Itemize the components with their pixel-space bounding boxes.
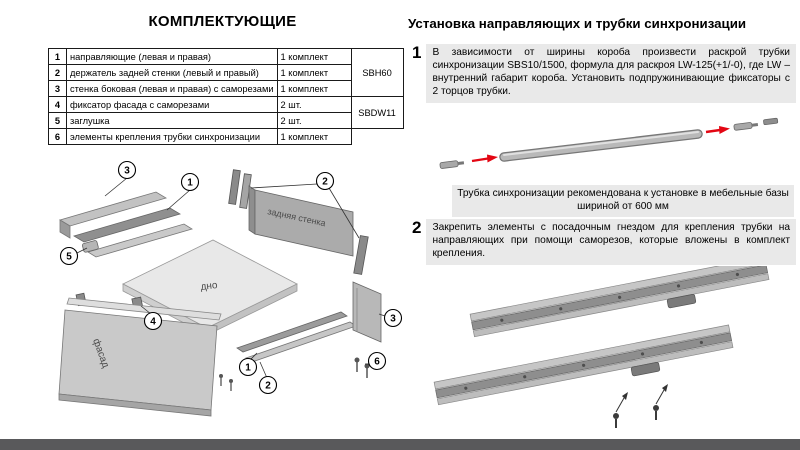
- row-desc: элементы крепления трубки синхронизации: [66, 128, 278, 145]
- installation-title: Установка направляющих и трубки синхрони…: [408, 16, 747, 31]
- callout-4: 4: [143, 311, 163, 331]
- callout-1-bottom: 1: [238, 357, 258, 377]
- row-desc: направляющие (левая и правая): [66, 48, 278, 65]
- row-desc: фиксатор фасада с саморезами: [66, 96, 278, 113]
- row-number: 6: [48, 128, 67, 145]
- row-desc: стенка боковая (левая и правая) с саморе…: [66, 80, 278, 97]
- facade-panel: фасад: [58, 297, 222, 417]
- slide-rail-lower: [433, 324, 734, 406]
- svg-text:3: 3: [390, 314, 396, 325]
- row-number: 2: [48, 64, 67, 81]
- exploded-diagram: задняя стенка дно фасад: [58, 160, 403, 417]
- row-qty: 1 комплект: [276, 128, 352, 145]
- leader-lines: [76, 177, 386, 379]
- tube-end-fixator-right: [733, 117, 779, 131]
- install-step-2: 2 Закрепить элементы с посадочным гнездо…: [412, 219, 796, 265]
- row-qty: 1 комплект: [276, 64, 352, 81]
- step-number: 2: [412, 218, 422, 237]
- step-text: В зависимости от ширины короба произвест…: [426, 44, 796, 103]
- callout-2-bottom: 2: [258, 375, 278, 395]
- side-panel-right: [352, 281, 382, 343]
- sync-tube: [499, 129, 703, 162]
- row-desc: заглушка: [66, 112, 278, 129]
- callout-3-right: 3: [383, 308, 403, 328]
- table-row: 1 направляющие (левая и правая) 1 компле…: [48, 48, 404, 97]
- callout-6: 6: [367, 351, 387, 371]
- svg-text:2: 2: [322, 177, 328, 188]
- svg-text:6: 6: [374, 357, 380, 368]
- row-number: 3: [48, 80, 67, 97]
- row-code-sbh60: SBH60: [350, 48, 404, 97]
- callout-2-top: 2: [315, 171, 335, 191]
- svg-text:3: 3: [124, 166, 130, 177]
- small-screws: [219, 374, 233, 391]
- callout-1-top: 1: [180, 172, 200, 192]
- plug-part: [81, 240, 99, 253]
- components-title: КОМПЛЕКТУЮЩИЕ: [148, 13, 297, 30]
- tube-socket-upper: [666, 294, 697, 309]
- table-row: 4 фиксатор фасада с саморезами 2 шт. SBD…: [48, 96, 404, 129]
- bottom-panel-label: дно: [200, 280, 219, 293]
- side-panel-rails-left: [59, 191, 193, 258]
- components-table: 1 направляющие (левая и правая) 1 компле…: [48, 48, 404, 145]
- svg-text:4: 4: [150, 317, 156, 328]
- row-number: 4: [48, 96, 67, 113]
- step-text: Закрепить элементы с посадочным гнездом …: [426, 219, 796, 265]
- footer-bar: [0, 439, 800, 450]
- svg-text:5: 5: [66, 252, 72, 263]
- table-row: 5 заглушка 2 шт.: [48, 112, 404, 129]
- slide-rail-upper: [469, 266, 770, 338]
- row-code-sbdw11: SBDW11: [350, 96, 404, 129]
- callout-3-top: 3: [117, 160, 137, 180]
- svg-text:2: 2: [265, 381, 271, 392]
- row-number: 5: [48, 112, 67, 129]
- back-wall-panel: задняя стенка: [248, 185, 354, 257]
- mounting-screws: [613, 384, 668, 428]
- svg-text:1: 1: [245, 363, 251, 374]
- table-row: 2 держатель задней стенки (левый и правы…: [48, 64, 404, 81]
- row-qty: 1 комплект: [276, 48, 352, 65]
- sync-tube-illustration: [439, 117, 779, 169]
- red-arrow-right-icon: [705, 126, 730, 134]
- svg-text:1: 1: [187, 178, 193, 189]
- tube-end-fixator-left: [439, 160, 465, 169]
- install-step-1: 1 В зависимости от ширины короба произве…: [412, 44, 796, 103]
- red-arrow-left-icon: [471, 154, 498, 163]
- rails-bottom: [236, 311, 357, 363]
- slides-illustration: [433, 266, 770, 428]
- row-qty: 2 шт.: [276, 112, 352, 129]
- table-row: 6 элементы крепления трубки синхронизаци…: [48, 128, 404, 145]
- callout-5: 5: [59, 246, 79, 266]
- step-number: 1: [412, 43, 422, 62]
- tube-socket-lower: [630, 362, 661, 377]
- tube-recommendation-note: Трубка синхронизации рекомендована к уст…: [452, 185, 794, 217]
- row-qty: 2 шт.: [276, 96, 352, 113]
- row-number: 1: [48, 48, 67, 65]
- table-row: 3 стенка боковая (левая и правая) с само…: [48, 80, 404, 97]
- row-desc: держатель задней стенки (левый и правый): [66, 64, 278, 81]
- row-qty: 1 комплект: [276, 80, 352, 97]
- sync-tube-fasteners: [354, 357, 370, 378]
